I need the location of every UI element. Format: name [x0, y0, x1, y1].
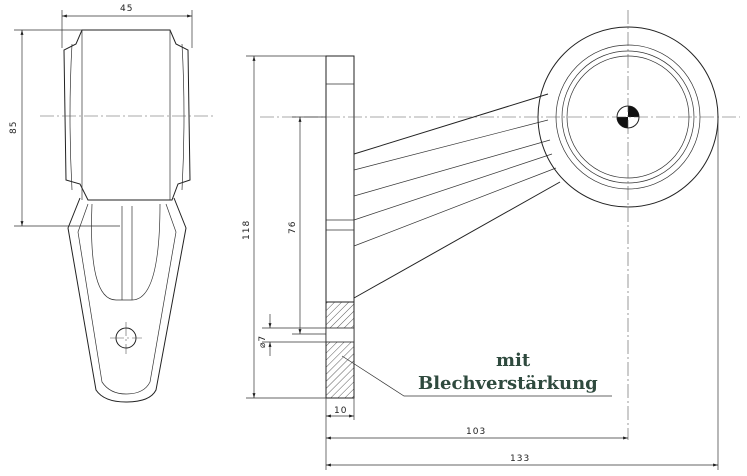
dim-hole: ⌀7: [258, 314, 326, 356]
dim-45: 45: [61, 4, 193, 48]
arm-lower: [353, 181, 561, 299]
arm-upper: [353, 93, 549, 155]
annotation-line-1: mit: [496, 350, 531, 371]
front-housing: [63, 29, 191, 201]
annotation-line-2: Blechverstärkung: [418, 373, 598, 394]
dim-118: 118: [242, 55, 326, 399]
dim-10: 10: [325, 398, 355, 420]
dim-85: 85: [9, 29, 120, 227]
front-bracket: [67, 197, 187, 403]
dim-103: 103: [325, 420, 628, 444]
dim-118-label: 118: [242, 220, 252, 240]
dim-133: 133: [325, 117, 719, 470]
front-view: [40, 29, 215, 403]
dim-hole-label: ⌀7: [258, 335, 268, 348]
dim-103-label: 103: [466, 427, 486, 437]
plate-hatched-section: [325, 301, 355, 399]
dim-76-label: 76: [288, 221, 298, 234]
annotation-leader: [341, 355, 612, 397]
dim-76: 76: [288, 116, 326, 335]
dim-45-label: 45: [120, 4, 133, 14]
dim-10-label: 10: [334, 406, 347, 416]
dim-133-label: 133: [510, 454, 530, 464]
dim-85-label: 85: [9, 121, 19, 134]
